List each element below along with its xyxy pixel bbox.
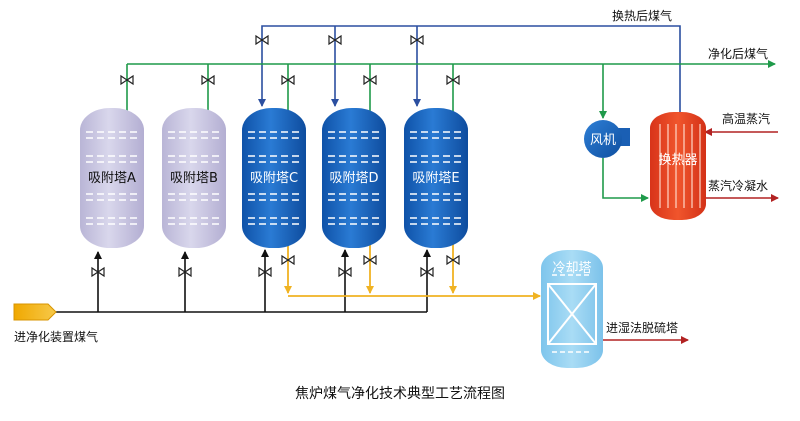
valve (446, 254, 460, 266)
valve (420, 266, 434, 278)
adsorption-tower-d: 吸附塔D (322, 108, 386, 248)
valve (201, 74, 215, 86)
valve (91, 266, 105, 278)
heat-exchanger: 换热器 (650, 112, 706, 220)
adsorption-tower-a: 吸附塔A (80, 108, 144, 248)
valve (338, 266, 352, 278)
tower-label: 吸附塔D (329, 171, 378, 186)
heated-gas-label: 换热后煤气 (612, 8, 672, 23)
purified-gas-pipes (126, 60, 776, 202)
desulfurization-label: 进湿法脱硫塔 (606, 320, 678, 335)
cooling-tower: 冷却塔 (541, 250, 603, 368)
diagram-caption: 焦炉煤气净化技术典型工艺流程图 (295, 386, 505, 402)
valve (281, 74, 295, 86)
fan: 风机 (584, 120, 630, 158)
valve (281, 254, 295, 266)
valve (178, 266, 192, 278)
cooling-tower-label: 冷却塔 (552, 261, 591, 276)
inlet-pipe-stub (13, 303, 57, 321)
tower-label: 吸附塔E (412, 171, 459, 186)
valve (255, 34, 269, 46)
steam-pipes (600, 128, 779, 344)
inlet-gas-pipes (56, 249, 431, 313)
heat-exchanger-label: 换热器 (658, 153, 697, 168)
valve (410, 34, 424, 46)
valve (363, 74, 377, 86)
valves (91, 34, 460, 278)
valve (328, 34, 342, 46)
valve (446, 74, 460, 86)
adsorption-tower-b: 吸附塔B (162, 108, 226, 248)
valve (258, 266, 272, 278)
adsorption-tower-e: 吸附塔E (404, 108, 468, 248)
tower-label: 吸附塔B (170, 171, 218, 186)
valve (120, 74, 134, 86)
hot-steam-label: 高温蒸汽 (722, 111, 770, 126)
regen-gas-pipes (284, 244, 541, 300)
tower-label: 吸附塔C (250, 171, 298, 186)
valve (363, 254, 377, 266)
purified-gas-label: 净化后煤气 (708, 46, 768, 61)
fan-label: 风机 (590, 133, 616, 148)
steam-condensate-label: 蒸汽冷凝水 (708, 178, 768, 193)
heated-gas-pipes (258, 25, 681, 120)
inlet-gas-label: 进净化装置煤气 (14, 329, 98, 344)
adsorption-tower-c: 吸附塔C (242, 108, 306, 248)
tower-label: 吸附塔A (88, 171, 136, 186)
